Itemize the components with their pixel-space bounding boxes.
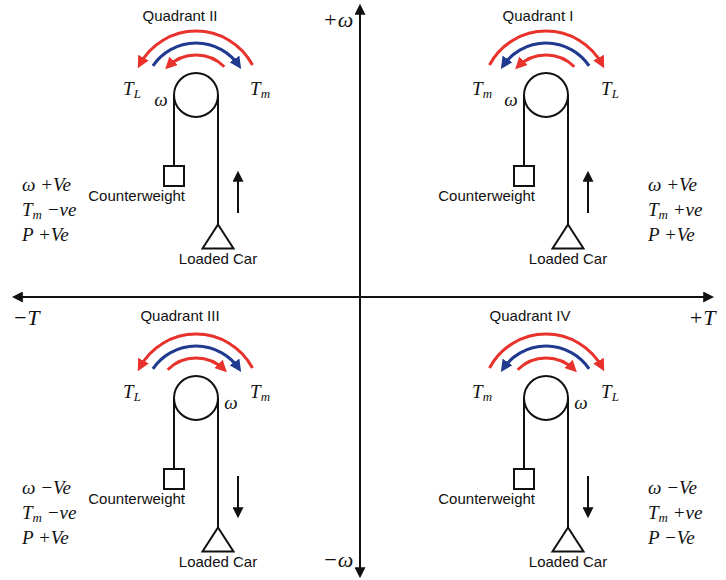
- speed-label: ω: [504, 90, 517, 111]
- load-torque-arrow: [490, 334, 603, 368]
- sign-note: ω +Ve: [22, 175, 71, 196]
- quadrant-title: Quadrant II: [142, 8, 217, 25]
- rope: [567, 398, 569, 527]
- loaded-car: Loaded Car: [529, 223, 607, 267]
- sign-note: P +Ve: [22, 528, 69, 549]
- counterweight-label: Counterweight: [88, 187, 185, 204]
- car-label: Loaded Car: [179, 250, 257, 267]
- rope: [217, 95, 219, 224]
- motor-torque-arrow: [153, 346, 239, 369]
- counterweight-box: [163, 165, 185, 187]
- motor-torque-arrow: [503, 346, 589, 369]
- counterweight-label: Counterweight: [88, 490, 185, 507]
- car-triangle: [201, 223, 235, 250]
- rope: [173, 398, 175, 468]
- torque-label: Tm: [472, 382, 492, 403]
- motor-torque-arrow: [503, 43, 589, 66]
- motion-arrow: [237, 476, 239, 516]
- sign-note: P −Ve: [648, 528, 695, 549]
- car-label: Loaded Car: [179, 553, 257, 570]
- quadrant-title: Quadrant IV: [490, 308, 571, 325]
- torque-label: TL: [123, 79, 141, 100]
- axis-label: −ω: [323, 548, 353, 572]
- rotation-arrow: [168, 358, 225, 370]
- torque-axis: [14, 296, 40, 298]
- rope: [217, 398, 219, 527]
- sheave-pulley: [524, 73, 568, 117]
- loaded-car: Loaded Car: [529, 526, 607, 570]
- car-triangle: [201, 526, 235, 553]
- axis-label: +ω: [323, 8, 353, 32]
- torque-label: Tm: [472, 79, 492, 100]
- counterweight-box: [513, 468, 535, 490]
- car-outline: [203, 528, 234, 552]
- axis-label: +T: [688, 306, 715, 330]
- rope: [567, 95, 569, 224]
- speed-axis: [359, 300, 361, 576]
- torque-label: Tm: [250, 79, 270, 100]
- torque-label: TL: [601, 382, 619, 403]
- sign-note: P +Ve: [648, 225, 695, 246]
- counterweight-label: Counterweight: [438, 490, 535, 507]
- rotation-arrow: [518, 358, 575, 370]
- car-triangle: [551, 223, 585, 250]
- sign-note: Tm +ve: [648, 503, 702, 524]
- counterweight-box: [513, 165, 535, 187]
- car-outline: [203, 225, 234, 249]
- axis-label: −T: [12, 306, 39, 330]
- quadrant-title: Quadrant III: [140, 308, 219, 325]
- rotation-arrow: [168, 55, 225, 67]
- counterweight: Counterweight: [438, 165, 535, 204]
- sign-note: Tm −ve: [22, 503, 76, 524]
- motion-arrow: [237, 173, 239, 213]
- counterweight: Counterweight: [438, 468, 535, 507]
- counterweight: Counterweight: [88, 165, 185, 204]
- loaded-car: Loaded Car: [179, 526, 257, 570]
- sign-note: Tm +ve: [648, 200, 702, 221]
- rope: [523, 95, 525, 165]
- speed-label: ω: [224, 393, 237, 414]
- sheave-pulley: [524, 376, 568, 420]
- torque-label: Tm: [250, 382, 270, 403]
- load-torque-arrow: [490, 31, 603, 65]
- speed-label: ω: [574, 393, 587, 414]
- torque-label: TL: [601, 79, 619, 100]
- load-torque-arrow: [140, 334, 253, 368]
- car-outline: [553, 528, 584, 552]
- load-torque-arrow: [140, 31, 253, 65]
- motion-arrow: [587, 173, 589, 213]
- motor-torque-arrow: [153, 43, 239, 66]
- torque-axis: [40, 296, 712, 298]
- counterweight-box: [163, 468, 185, 490]
- torque-label: TL: [123, 382, 141, 403]
- sheave-pulley: [174, 376, 218, 420]
- car-outline: [553, 225, 584, 249]
- rope: [523, 398, 525, 468]
- sign-note: Tm −ve: [22, 200, 76, 221]
- quadrant-title: Quadrant I: [503, 8, 574, 25]
- counterweight-label: Counterweight: [438, 187, 535, 204]
- sign-note: P +Ve: [22, 225, 69, 246]
- counterweight: Counterweight: [88, 468, 185, 507]
- speed-axis: [359, 6, 361, 300]
- sign-note: ω +Ve: [648, 175, 697, 196]
- sheave-pulley: [174, 73, 218, 117]
- loaded-car: Loaded Car: [179, 223, 257, 267]
- car-label: Loaded Car: [529, 250, 607, 267]
- speed-label: ω: [154, 90, 167, 111]
- motion-arrow: [587, 476, 589, 516]
- sign-note: ω −Ve: [648, 478, 697, 499]
- rope: [173, 95, 175, 165]
- rotation-arrow: [518, 55, 575, 67]
- car-triangle: [551, 526, 585, 553]
- sign-note: ω −Ve: [22, 478, 71, 499]
- car-label: Loaded Car: [529, 553, 607, 570]
